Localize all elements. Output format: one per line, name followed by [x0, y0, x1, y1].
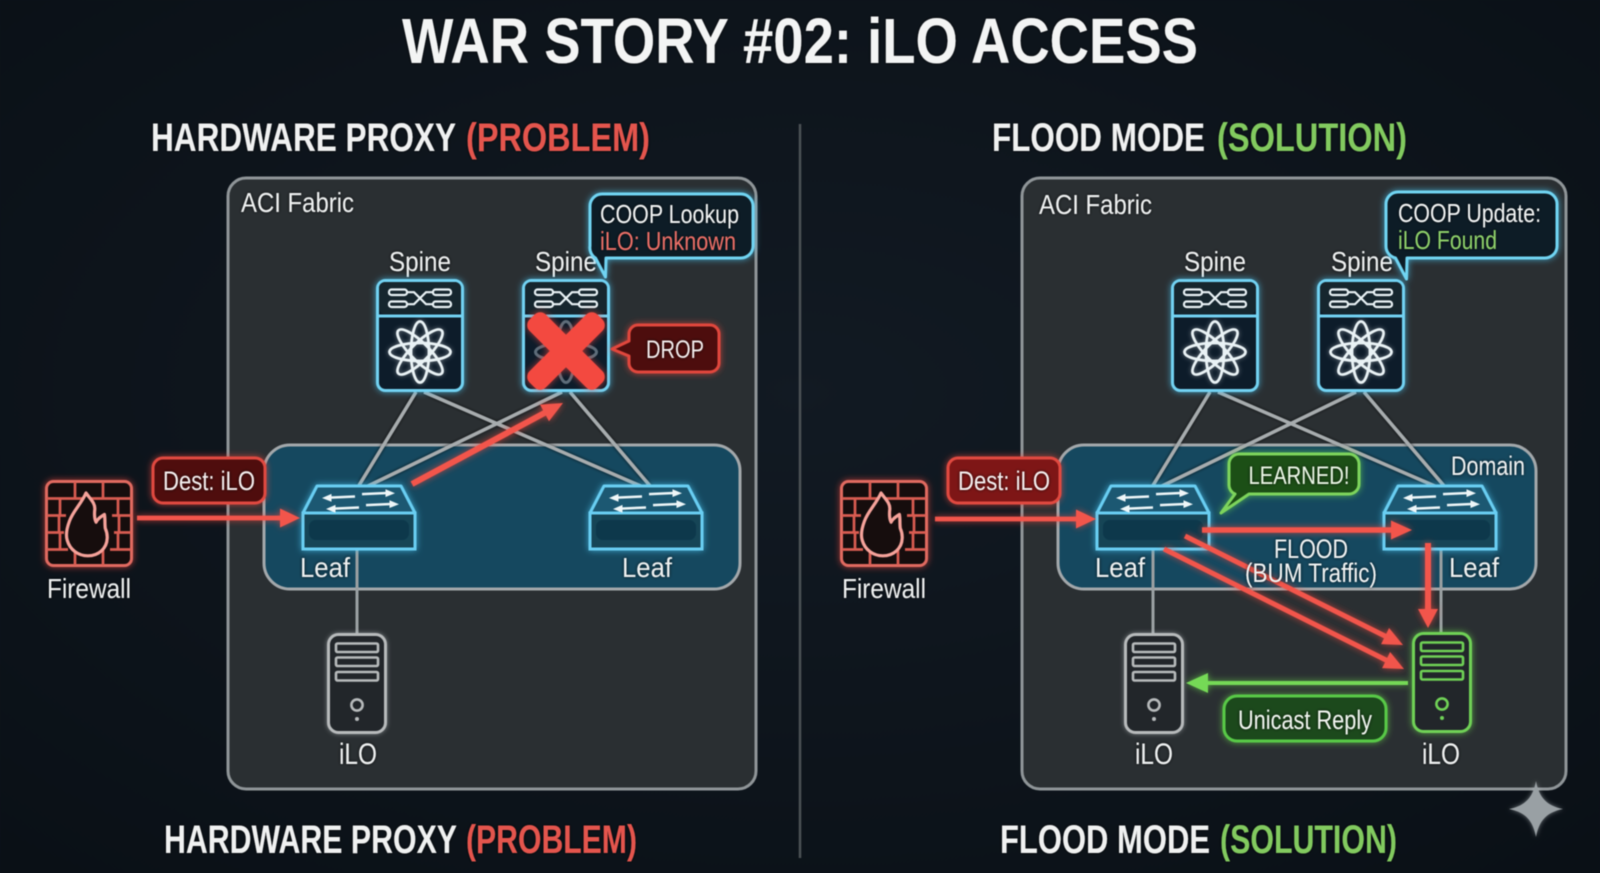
svg-text:Domain: Domain [1451, 451, 1525, 481]
svg-text:Firewall: Firewall [47, 573, 131, 604]
svg-text:Unicast Reply: Unicast Reply [1238, 705, 1372, 735]
svg-text:(SOLUTION): (SOLUTION) [1217, 116, 1407, 160]
svg-text:iLO: Unknown: iLO: Unknown [600, 226, 736, 256]
svg-text:Leaf: Leaf [300, 552, 350, 583]
svg-text:Leaf: Leaf [1095, 552, 1145, 583]
svg-text:FLOOD MODE: FLOOD MODE [1000, 818, 1210, 862]
svg-text:Leaf: Leaf [1449, 552, 1499, 583]
svg-text:iLO: iLO [1422, 738, 1460, 771]
svg-text:Leaf: Leaf [622, 552, 672, 583]
svg-text:Dest: iLO: Dest: iLO [958, 466, 1050, 496]
svg-text:(SOLUTION): (SOLUTION) [1220, 818, 1397, 862]
svg-text:DROP: DROP [646, 336, 704, 364]
svg-text:iLO: iLO [1135, 738, 1173, 771]
svg-text:Dest: iLO: Dest: iLO [163, 466, 255, 496]
svg-text:HARDWARE PROXY: HARDWARE PROXY [164, 818, 457, 862]
svg-text:Spine: Spine [535, 246, 597, 277]
svg-text:COOP Lookup: COOP Lookup [600, 199, 739, 229]
svg-text:FLOOD: FLOOD [1274, 534, 1348, 564]
svg-text:WAR STORY #02: iLO ACCESS: WAR STORY #02: iLO ACCESS [402, 5, 1198, 77]
svg-text:Spine: Spine [389, 246, 451, 277]
svg-text:(PROBLEM): (PROBLEM) [466, 116, 650, 160]
svg-text:iLO Found: iLO Found [1398, 225, 1497, 255]
svg-text:ACI Fabric: ACI Fabric [1039, 189, 1152, 220]
svg-text:ACI Fabric: ACI Fabric [241, 187, 354, 218]
svg-text:(BUM Traffic): (BUM Traffic) [1245, 558, 1377, 588]
svg-text:Firewall: Firewall [842, 573, 926, 604]
svg-text:Spine: Spine [1184, 246, 1246, 277]
svg-text:LEARNED!: LEARNED! [1249, 462, 1350, 490]
svg-text:(PROBLEM): (PROBLEM) [466, 818, 637, 862]
svg-text:iLO: iLO [339, 738, 377, 771]
svg-text:COOP Update:: COOP Update: [1398, 198, 1541, 228]
svg-text:Spine: Spine [1331, 246, 1393, 277]
svg-text:FLOOD MODE: FLOOD MODE [992, 116, 1205, 160]
svg-text:HARDWARE PROXY: HARDWARE PROXY [151, 116, 456, 160]
